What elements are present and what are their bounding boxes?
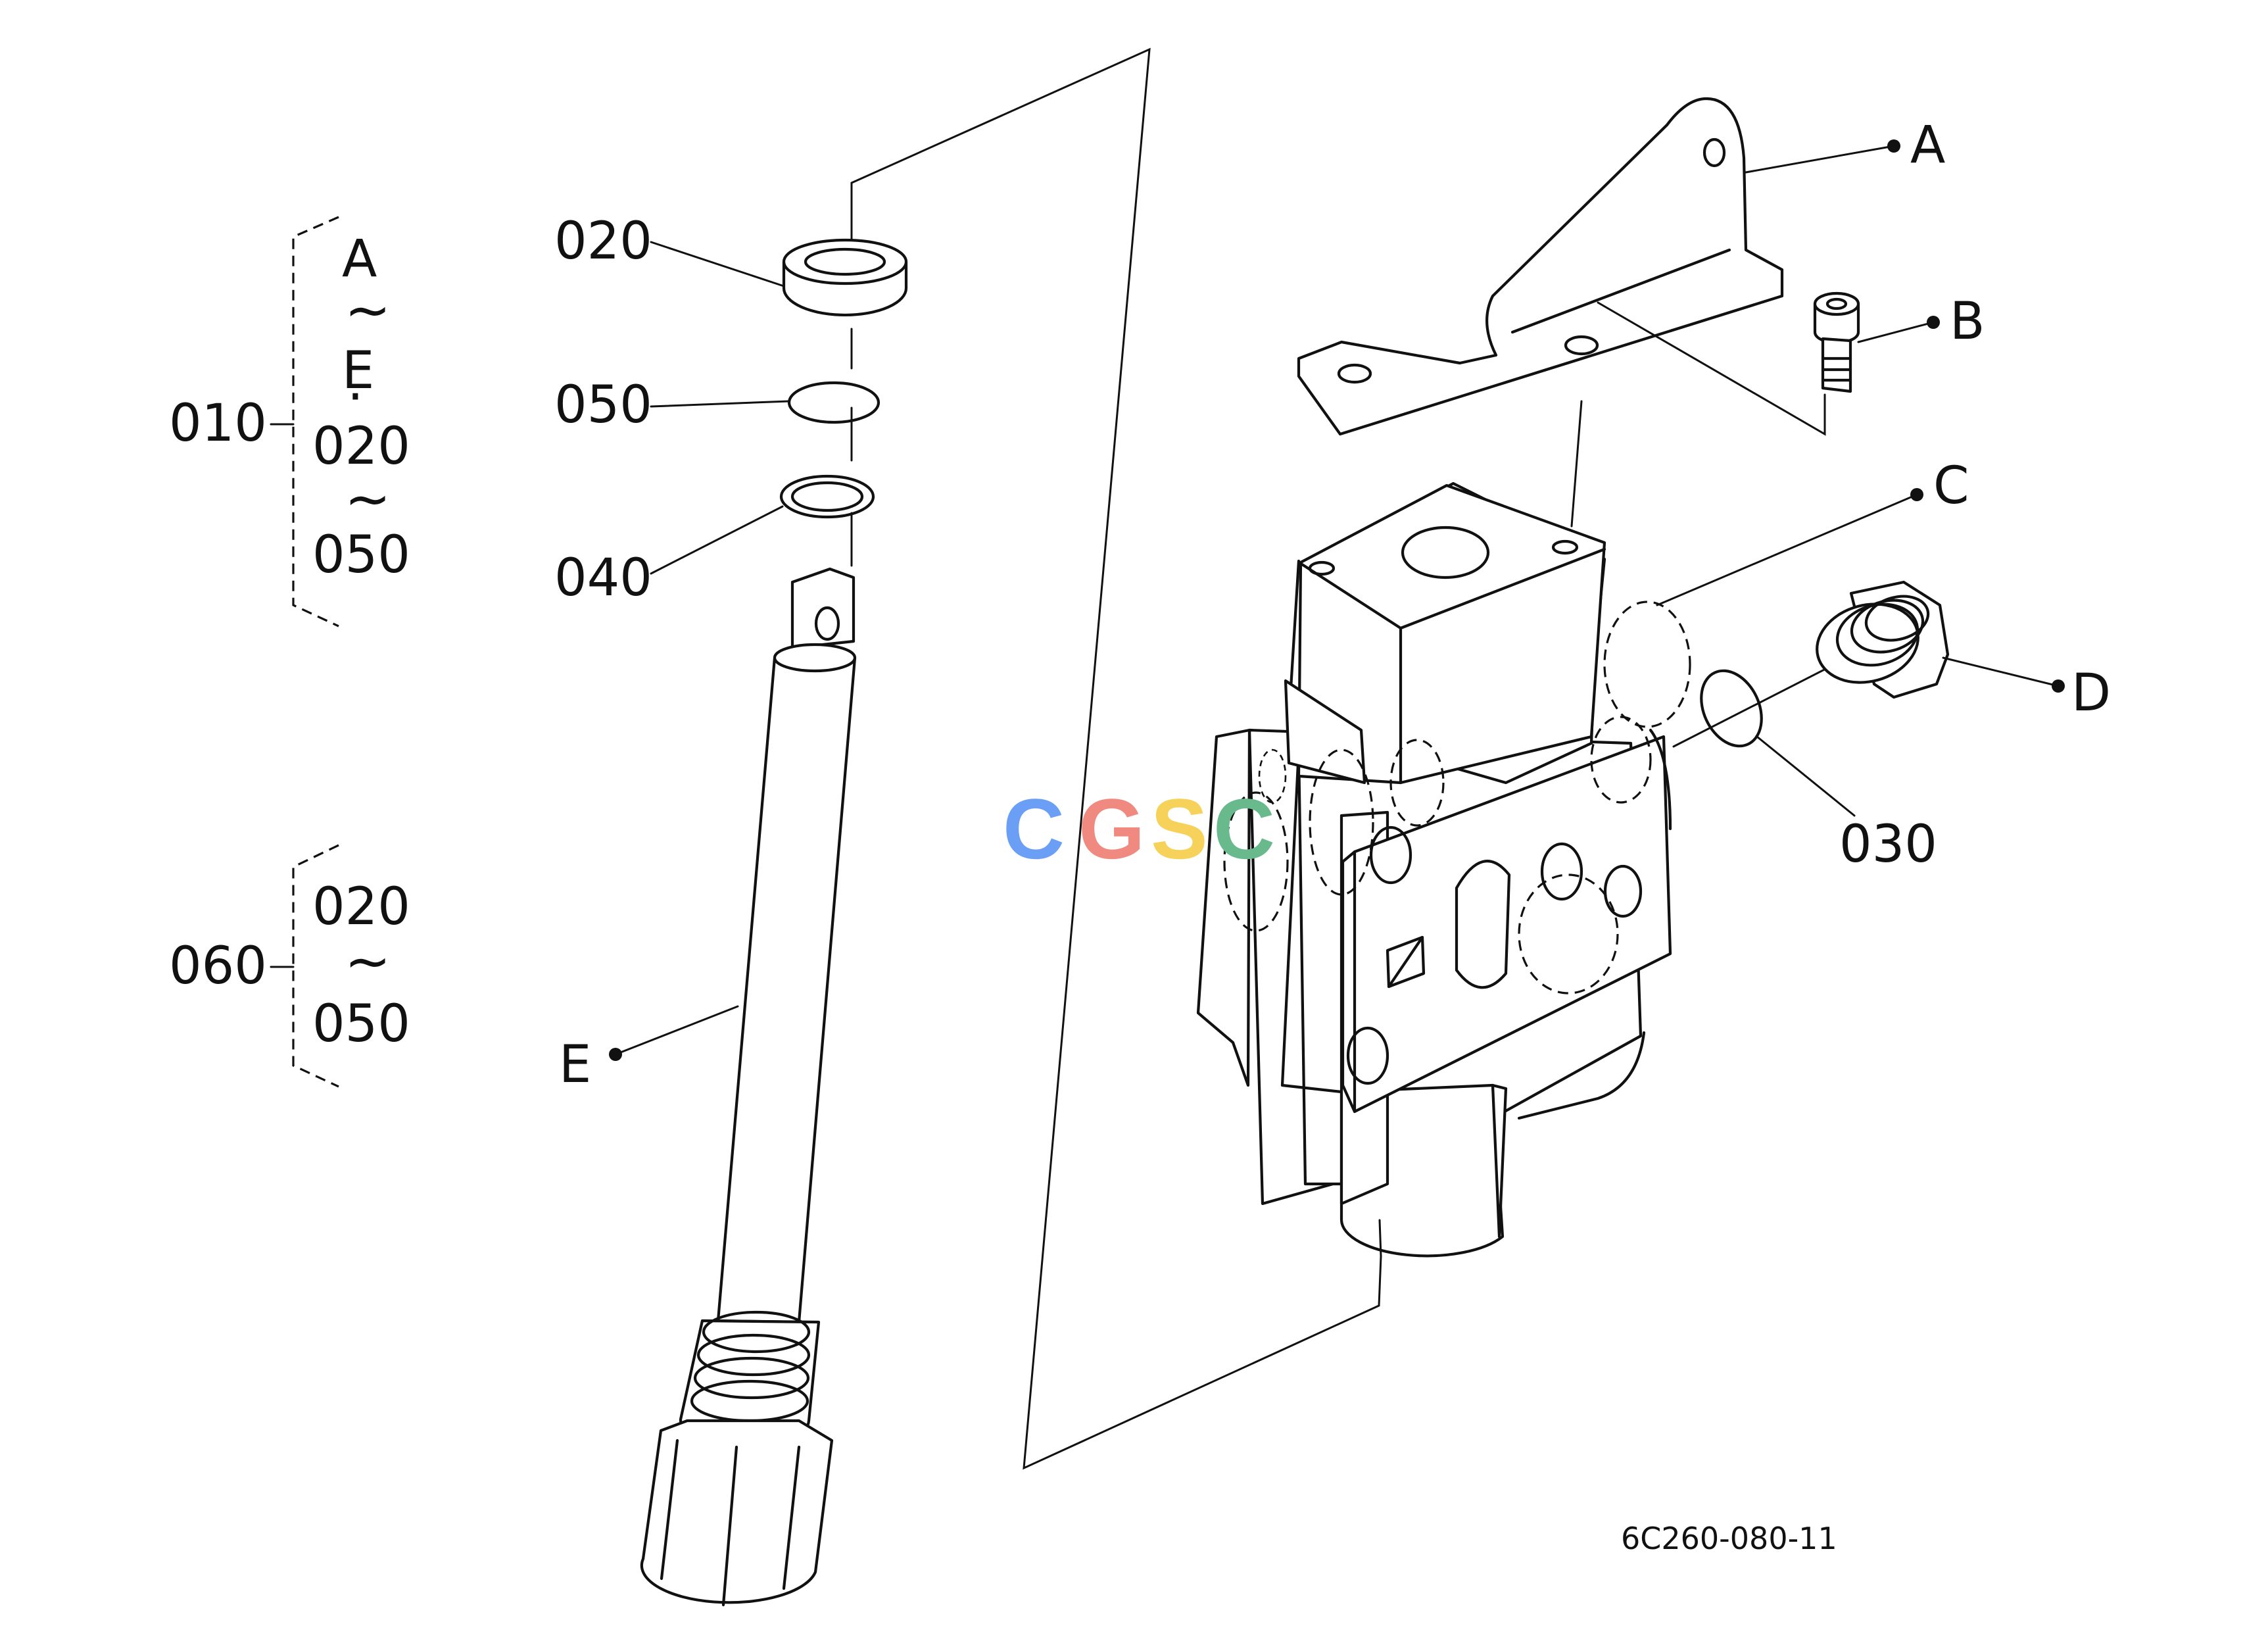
o-ring-030-part xyxy=(1700,669,1763,748)
bolt-b-guide-line xyxy=(1597,301,1826,436)
kit-060-line-1: 020 xyxy=(312,877,410,937)
kit-010-number: 010 xyxy=(169,394,267,453)
watermark-letter-2: G xyxy=(1078,781,1145,877)
callout-020: 020 xyxy=(554,212,652,271)
leader-lines xyxy=(614,145,2060,1056)
watermark-letter-1: C xyxy=(1003,781,1065,877)
bracket-a-guide-line xyxy=(1570,400,1583,528)
kit-010-line-6: ~ xyxy=(345,466,391,531)
o-ring-050-part xyxy=(787,381,881,424)
seal-020-part xyxy=(782,238,908,316)
callout-e: E xyxy=(559,1035,591,1094)
leader-dots xyxy=(609,139,2065,1061)
callout-a: A xyxy=(1910,116,1945,175)
kit-010-line-1: A xyxy=(342,230,377,289)
drawing-code: 6C260-080-11 xyxy=(1621,1521,1837,1556)
kit-060-number: 060 xyxy=(169,937,267,996)
kit-060-group: 060 020 ~ 050 xyxy=(169,844,410,1088)
kit-010-group: 010 A ~ E · 020 ~ 050 xyxy=(169,216,410,627)
callout-040: 040 xyxy=(554,549,652,608)
callout-b: B xyxy=(1950,292,1985,351)
assembly-frame-lines xyxy=(850,47,1382,1470)
kit-060-line-3: 050 xyxy=(312,995,410,1054)
ring-040-part xyxy=(779,474,875,519)
callout-030: 030 xyxy=(1839,815,1937,874)
callout-c: C xyxy=(1933,456,1969,516)
spool-e-part xyxy=(640,567,857,1607)
callout-050: 050 xyxy=(554,376,652,435)
callout-d: D xyxy=(2071,664,2111,723)
kit-010-line-3: E xyxy=(342,341,374,401)
kit-010-line-4: · xyxy=(347,368,364,427)
valve-body-c-part xyxy=(1196,481,1691,1258)
body-guide-line xyxy=(1378,1219,1382,1258)
plug-guide-line xyxy=(1672,663,1836,748)
callout-labels: A B C D E 020 050 040 030 xyxy=(554,116,2111,1094)
kit-010-line-5: 020 xyxy=(312,417,410,476)
bolt-b-part xyxy=(1813,291,1860,393)
kit-060-line-2: ~ xyxy=(345,929,391,993)
watermark-logo: C G S C xyxy=(1003,781,1275,877)
watermark-letter-4: C xyxy=(1213,781,1275,877)
plug-d-part xyxy=(1816,580,1950,699)
watermark-letter-3: S xyxy=(1151,781,1208,877)
kit-010-line-7: 050 xyxy=(312,526,410,585)
kit-010-line-2: ~ xyxy=(345,278,391,342)
bracket-a-part xyxy=(1297,97,1784,436)
